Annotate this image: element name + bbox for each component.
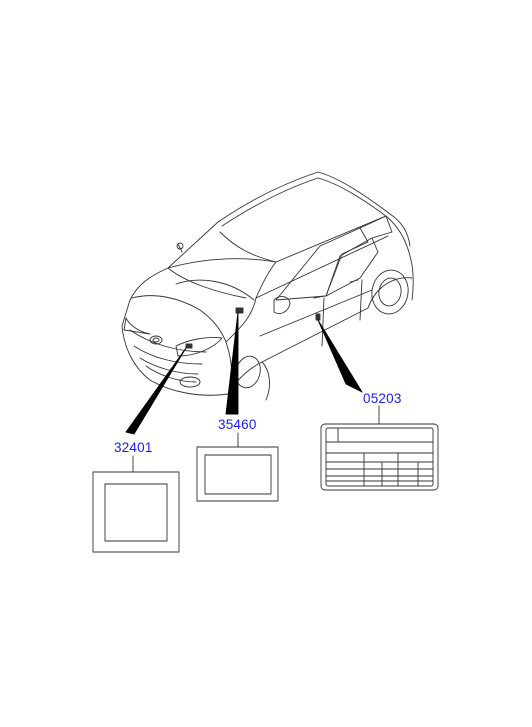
label-32401-drawing — [92, 455, 180, 553]
label-35460-drawing — [196, 432, 279, 502]
label-05203-drawing — [320, 405, 439, 491]
part-number-05203[interactable]: 05203 — [363, 391, 402, 406]
label-location-marker — [315, 313, 321, 321]
pointer-35460 — [225, 311, 239, 415]
label-location-marker — [235, 307, 244, 314]
pointer-32401 — [125, 347, 187, 435]
pointer-05203 — [317, 319, 363, 393]
part-number-32401[interactable]: 32401 — [114, 440, 153, 455]
car-illustration — [121, 171, 414, 401]
part-number-35460[interactable]: 35460 — [218, 417, 257, 432]
label-location-marker — [185, 343, 193, 349]
